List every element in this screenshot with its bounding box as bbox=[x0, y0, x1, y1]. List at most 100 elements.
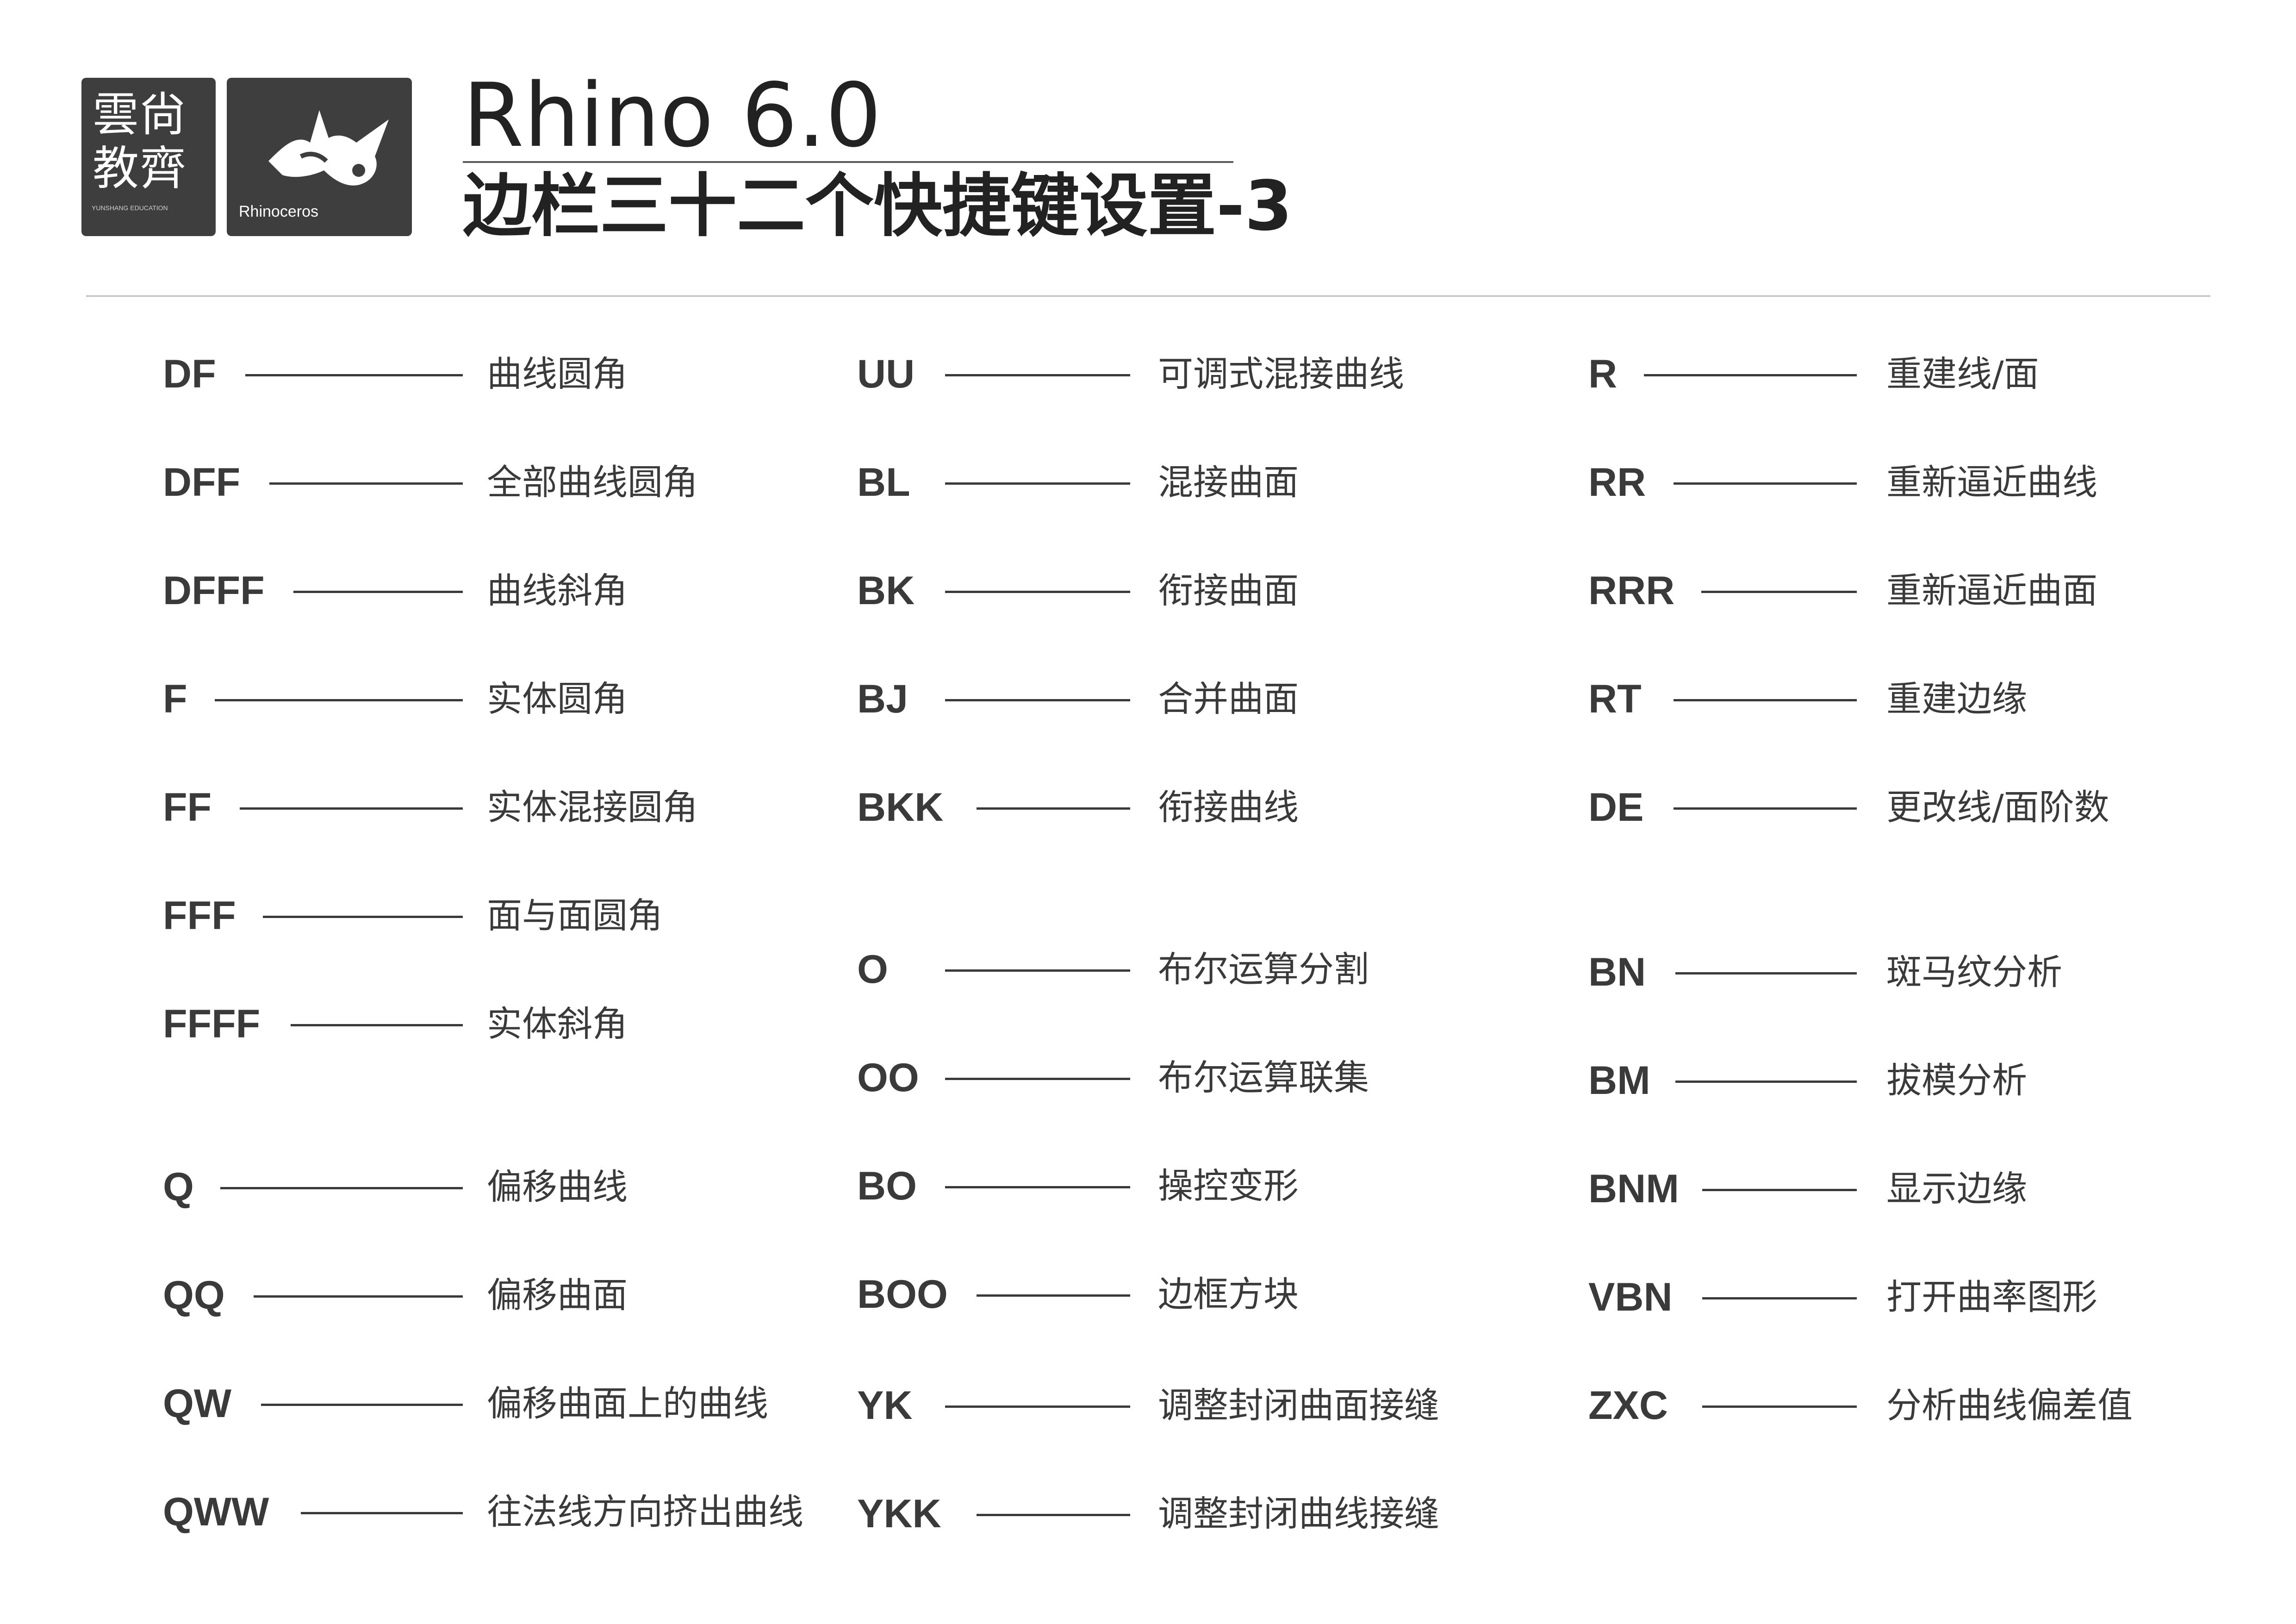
connector-line bbox=[977, 807, 1130, 810]
connector-line bbox=[245, 374, 463, 376]
shortcut-key: ZXC bbox=[1588, 1383, 1668, 1428]
shortcut-description: 合并曲面 bbox=[1158, 678, 1299, 719]
shortcut-key: VBN bbox=[1588, 1275, 1673, 1319]
shortcut-description: 往法线方向挤出曲线 bbox=[487, 1491, 803, 1532]
shortcut-key: BJ bbox=[857, 677, 908, 721]
shortcut-key: QQ bbox=[163, 1273, 225, 1318]
shortcut-description: 偏移曲面 bbox=[487, 1274, 628, 1316]
shortcut-description: 斑马纹分析 bbox=[1886, 951, 2062, 993]
shortcut-description: 重新逼近曲面 bbox=[1886, 570, 2097, 611]
shortcut-key: DE bbox=[1588, 785, 1644, 830]
shortcut-key: R bbox=[1588, 352, 1618, 396]
shortcut-description: 全部曲线圆角 bbox=[487, 462, 698, 503]
connector-line bbox=[293, 591, 463, 593]
shortcut-key: BOO bbox=[857, 1272, 948, 1317]
connector-line bbox=[261, 1404, 463, 1406]
shortcut-key: F bbox=[163, 677, 187, 721]
shortcut-key: FFF bbox=[163, 893, 236, 938]
connector-line bbox=[1702, 1405, 1857, 1408]
connector-line bbox=[254, 1295, 463, 1298]
connector-line bbox=[220, 1187, 463, 1189]
shortcut-key: UU bbox=[857, 352, 915, 396]
shortcut-description: 衔接曲面 bbox=[1158, 570, 1299, 611]
shortcut-description: 布尔运算分割 bbox=[1158, 949, 1369, 990]
shortcut-key: FF bbox=[163, 785, 212, 830]
connector-line bbox=[1644, 374, 1857, 376]
shortcut-description: 拔模分析 bbox=[1886, 1060, 2027, 1101]
shortcut-description: 显示边缘 bbox=[1886, 1168, 2027, 1209]
connector-line bbox=[1674, 699, 1857, 701]
shortcut-key: RRR bbox=[1588, 568, 1675, 613]
shortcut-description: 面与面圆角 bbox=[487, 895, 663, 936]
shortcut-key: BL bbox=[857, 460, 910, 505]
logo-chinese-line-2: 教齊 bbox=[93, 141, 187, 195]
connector-line bbox=[945, 1078, 1130, 1080]
connector-line bbox=[945, 1186, 1130, 1188]
shortcut-description: 衔接曲线 bbox=[1158, 787, 1299, 828]
title-divider bbox=[463, 161, 1233, 163]
shortcut-description: 偏移曲线 bbox=[487, 1166, 628, 1207]
connector-line bbox=[1702, 1189, 1857, 1191]
shortcut-description: 重建边缘 bbox=[1886, 678, 2027, 719]
shortcut-description: 混接曲面 bbox=[1158, 462, 1299, 503]
logo-chinese-line-1: 雲尙 bbox=[93, 87, 187, 142]
header-divider bbox=[86, 295, 2210, 297]
shortcut-description: 曲线斜角 bbox=[487, 570, 628, 611]
shortcut-key: BO bbox=[857, 1164, 917, 1208]
connector-line bbox=[1675, 1081, 1857, 1083]
shortcut-description: 偏移曲面上的曲线 bbox=[487, 1383, 768, 1424]
shortcut-key: QWW bbox=[163, 1490, 269, 1534]
shortcut-description: 分析曲线偏差值 bbox=[1886, 1385, 2133, 1426]
shortcut-key: BM bbox=[1588, 1058, 1650, 1103]
page-title: Rhino 6.0 bbox=[463, 64, 882, 167]
connector-line bbox=[945, 591, 1130, 593]
connector-line bbox=[240, 807, 463, 810]
shortcut-key: YK bbox=[857, 1383, 913, 1428]
connector-line bbox=[945, 1405, 1130, 1408]
shortcut-description: 调整封闭曲线接缝 bbox=[1158, 1493, 1439, 1534]
shortcut-key: RR bbox=[1588, 460, 1646, 505]
connector-line bbox=[1674, 807, 1857, 810]
shortcut-description: 实体圆角 bbox=[487, 678, 628, 719]
connector-line bbox=[945, 699, 1130, 701]
rhinoceros-logo: Rhinoceros bbox=[227, 78, 412, 236]
page-subtitle: 边栏三十二个快捷键设置-3 bbox=[463, 166, 1293, 246]
shortcut-key: Q bbox=[163, 1165, 194, 1209]
shortcut-description: 操控变形 bbox=[1158, 1165, 1299, 1206]
connector-line bbox=[269, 482, 463, 485]
connector-line bbox=[945, 969, 1130, 972]
shortcut-description: 曲线圆角 bbox=[487, 353, 628, 394]
shortcut-key: OO bbox=[857, 1056, 919, 1100]
shortcut-key: O bbox=[857, 947, 888, 992]
logo-rhino-text: Rhinoceros bbox=[239, 203, 318, 220]
connector-line bbox=[1701, 591, 1857, 593]
shortcut-description: 实体混接圆角 bbox=[487, 787, 698, 828]
shortcut-key: BKK bbox=[857, 785, 944, 830]
connector-line bbox=[945, 374, 1130, 376]
shortcut-key: DFF bbox=[163, 460, 241, 505]
shortcut-key: BNM bbox=[1588, 1167, 1679, 1211]
shortcut-description: 重新逼近曲线 bbox=[1886, 462, 2097, 503]
shortcut-key: DFFF bbox=[163, 568, 265, 613]
shortcut-key: DF bbox=[163, 352, 216, 396]
connector-line bbox=[977, 1514, 1130, 1516]
shortcut-description: 打开曲率图形 bbox=[1886, 1276, 2097, 1318]
connector-line bbox=[301, 1512, 463, 1514]
logo-chinese-text: 雲尙 教齊 bbox=[93, 88, 187, 195]
shortcut-key: QW bbox=[163, 1381, 232, 1426]
connector-line bbox=[1702, 1297, 1857, 1299]
shortcut-key: FFFF bbox=[163, 1002, 261, 1046]
shortcut-description: 重建线/面 bbox=[1886, 353, 2039, 394]
rhino-head-icon bbox=[268, 110, 389, 186]
connector-line bbox=[1675, 972, 1857, 974]
shortcut-description: 实体斜角 bbox=[487, 1003, 628, 1044]
shortcut-key: RT bbox=[1588, 677, 1642, 721]
connector-line bbox=[1674, 482, 1857, 485]
shortcut-key: BK bbox=[857, 568, 915, 613]
shortcut-description: 可调式混接曲线 bbox=[1158, 353, 1404, 394]
connector-line bbox=[977, 1294, 1130, 1297]
logo-english-text: YUNSHANG EDUCATION bbox=[92, 204, 168, 212]
connector-line bbox=[291, 1024, 463, 1026]
yunshang-logo: 雲尙 教齊 YUNSHANG EDUCATION bbox=[81, 78, 216, 236]
connector-line bbox=[945, 482, 1130, 485]
